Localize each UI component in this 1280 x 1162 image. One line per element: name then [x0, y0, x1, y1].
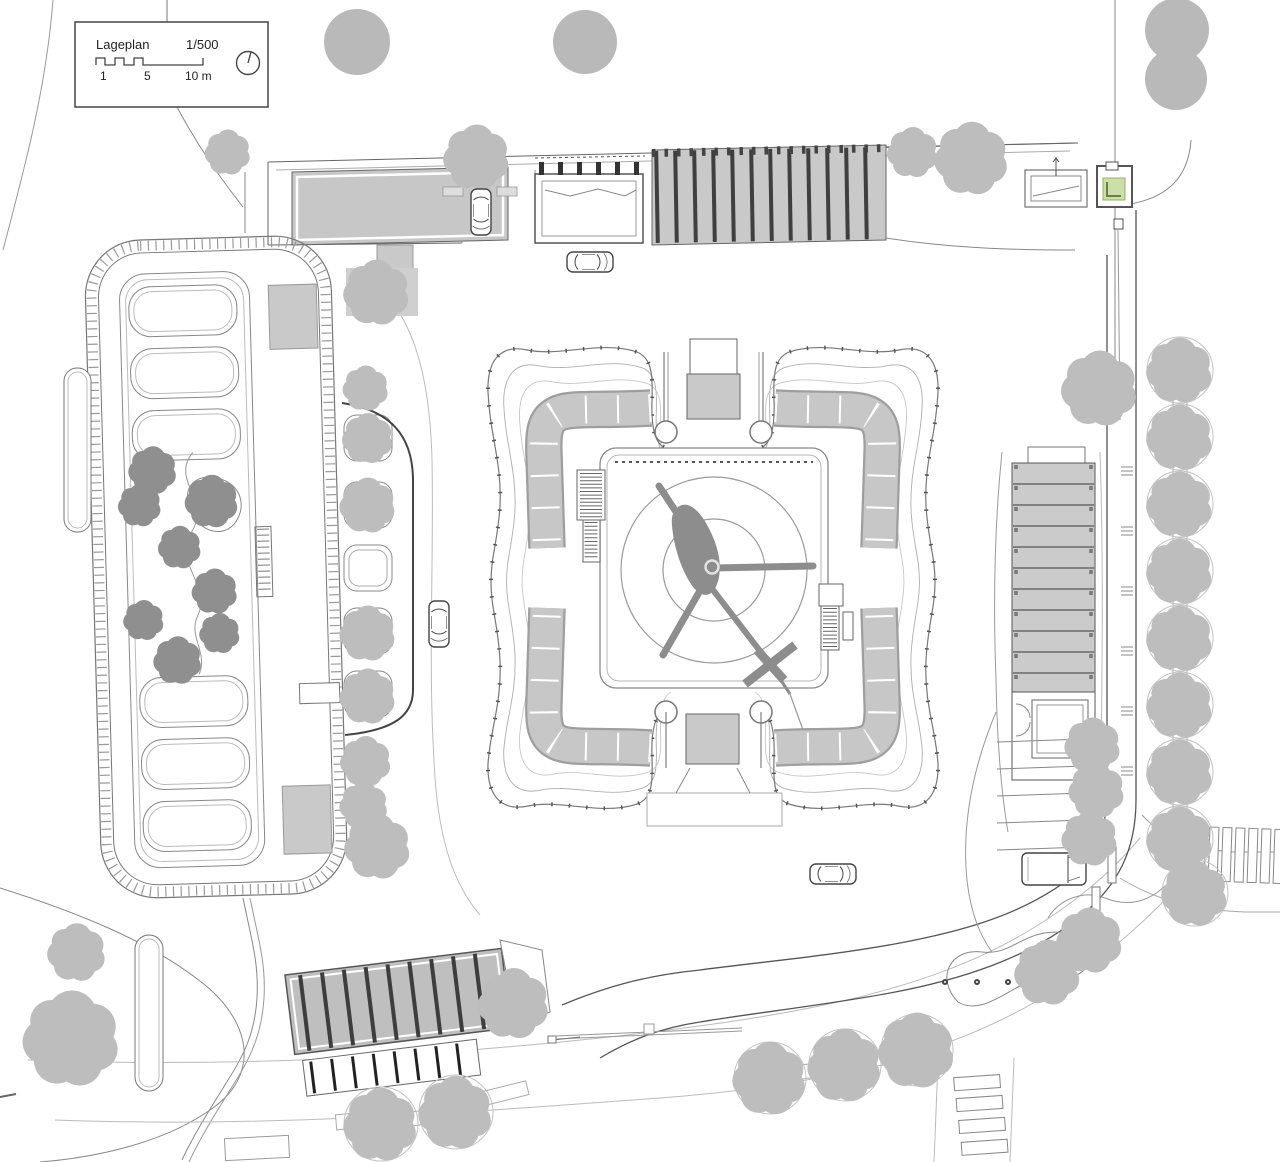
tree-icon: [887, 127, 937, 177]
striped-roof: [651, 144, 887, 246]
bridge-tab: [298, 682, 341, 705]
garage-ramp-lines: [1013, 483, 1094, 674]
canopy: [534, 155, 646, 244]
crosswalk-south: [953, 1074, 1009, 1156]
parking-lanes: [128, 284, 252, 852]
tree-icon: [340, 736, 390, 786]
car-icon: [428, 600, 450, 648]
tree-icon: [47, 923, 105, 981]
paved-pad-north: [267, 283, 319, 350]
tree-icon: [157, 525, 201, 569]
hall-roof-stripes: [298, 953, 487, 1051]
tree-icon: [199, 613, 240, 653]
planter-walk-edge: [341, 402, 414, 736]
tree-icon: [1145, 0, 1209, 62]
roof-ramps: [525, 389, 901, 767]
small-pad: [223, 1134, 291, 1162]
scale-label-10m: 10 m: [185, 69, 212, 83]
building-contours: [485, 345, 941, 811]
scale-label-5: 5: [144, 69, 151, 83]
bollard-dots: [942, 979, 1011, 985]
tree-icon: [342, 365, 388, 411]
van-icon: [1021, 852, 1087, 886]
tree-icon: [934, 121, 1007, 195]
car-icon: [566, 251, 614, 273]
stairs: [576, 469, 854, 651]
plan-title: Lageplan: [96, 37, 150, 52]
helicopter-icon: [655, 482, 817, 731]
gatehouse: [1024, 157, 1088, 208]
tree-icon: [324, 9, 390, 75]
plan-scale: 1/500: [186, 37, 219, 52]
trees: [22, 0, 1227, 1161]
north-arrow-icon: [235, 50, 261, 76]
canopy-columns: [539, 162, 639, 175]
tree-icon: [123, 600, 164, 640]
east-parking-garage: [994, 446, 1103, 833]
enclosure-stair: [254, 525, 274, 598]
green-roof-kiosk: [1096, 161, 1133, 208]
tree-icon: [807, 1028, 880, 1102]
title-block: Lageplan 1/500 1 5 10 m: [74, 21, 269, 108]
central-building: [485, 338, 941, 827]
tree-icon: [1061, 350, 1136, 426]
tree-icon: [22, 990, 118, 1086]
bench-line: [555, 1023, 743, 1040]
scale-bar: [95, 57, 204, 66]
road-lane-marks: [1121, 466, 1133, 776]
benches: [63, 367, 164, 1092]
car-icon: [470, 188, 492, 236]
scale-label-1: 1: [100, 69, 107, 83]
tree-icon: [732, 1041, 805, 1115]
parking-enclosure: [84, 235, 348, 899]
tree-icon: [1145, 48, 1207, 110]
flag-marker: [547, 1035, 581, 1044]
tree-icon: [553, 10, 617, 74]
paved-pad-south: [281, 784, 333, 855]
tree-icon: [191, 568, 237, 614]
tree-icon: [204, 129, 250, 175]
enclosure-tick-wall: [86, 237, 346, 897]
entry-corridors: [646, 338, 783, 827]
tree-icon: [1056, 907, 1122, 973]
car-icon: [809, 863, 857, 885]
